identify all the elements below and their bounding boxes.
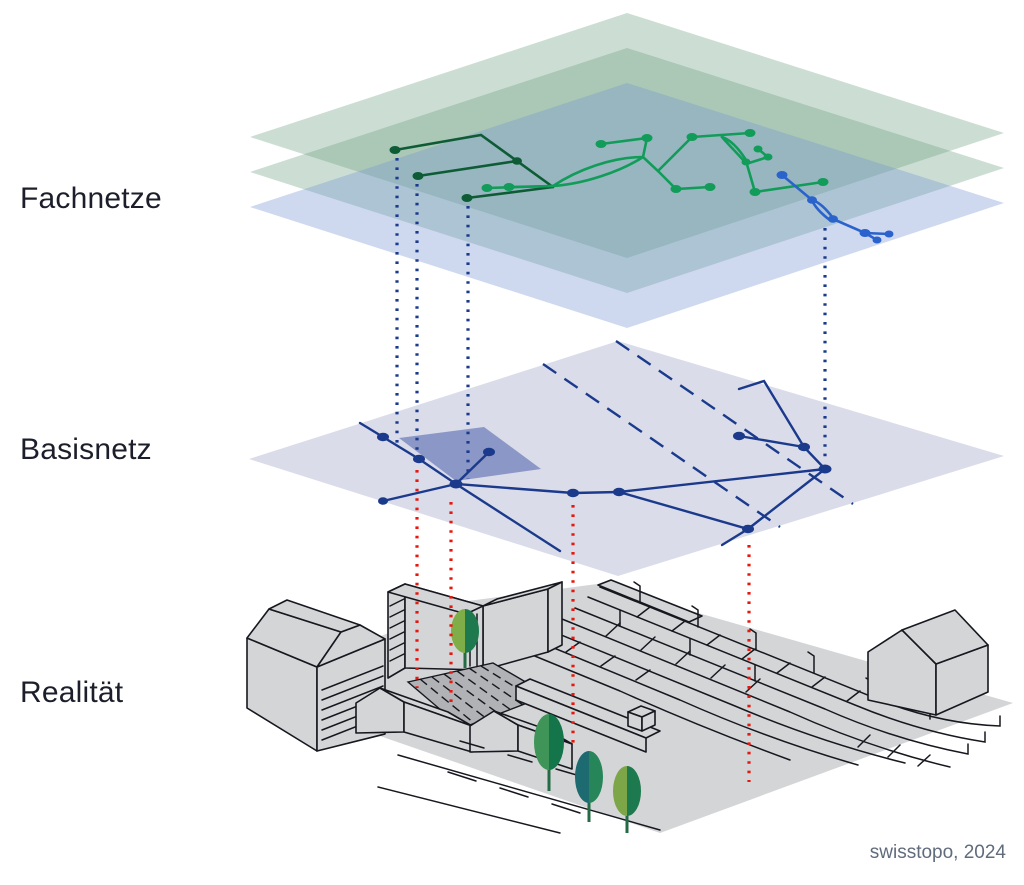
attribution: swisstopo, 2024 — [869, 842, 1006, 863]
basisnetz-parcel — [399, 427, 541, 481]
tree-center-3 — [613, 766, 641, 833]
rear-building — [482, 581, 563, 671]
fachnetz-plane-blue — [250, 83, 1004, 328]
basisnetz-network — [358, 340, 854, 553]
basisnetz-plane — [249, 341, 1004, 576]
railway-platform — [597, 579, 703, 623]
facade-lines — [321, 665, 384, 741]
road — [377, 740, 661, 834]
tree-center-1 — [534, 714, 564, 791]
lot-hatching — [419, 665, 537, 724]
fachnetz-plane-green-2 — [250, 48, 1004, 293]
low-wall — [515, 678, 661, 753]
road-dashes — [447, 740, 581, 814]
basisnetz-dashed-line — [615, 340, 854, 505]
utility-box — [627, 705, 656, 732]
fachnetze-plane-stack — [250, 13, 1004, 328]
fachnetz-network-green — [481, 129, 829, 196]
projection-lines-basisnetz-to-reality — [415, 470, 751, 782]
reality-scene — [246, 579, 1013, 834]
label-basisnetz: Basisnetz — [20, 433, 152, 466]
fachnetz-plane-green-1 — [250, 13, 1004, 258]
basisnetz-dashed-line — [542, 363, 781, 528]
label-realitaet: Realität — [20, 676, 124, 709]
railway-ties — [565, 606, 931, 767]
label-fachnetze: Fachnetze — [20, 182, 162, 215]
projection-lines-fachnetz-to-basisnetz — [395, 158, 827, 479]
fachnetz-network-dark-green — [389, 133, 555, 202]
fachnetz-network-blue — [776, 171, 894, 244]
gable-house-right — [867, 609, 989, 716]
tree-near-tower — [451, 609, 479, 668]
tree-center-2 — [575, 751, 603, 822]
